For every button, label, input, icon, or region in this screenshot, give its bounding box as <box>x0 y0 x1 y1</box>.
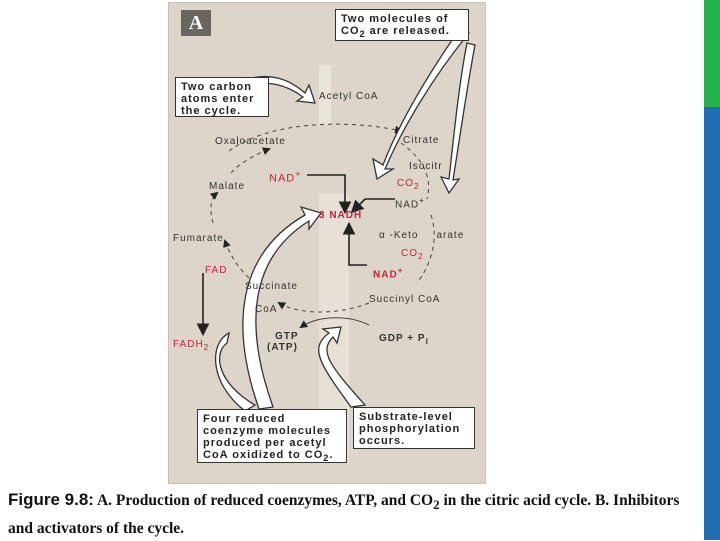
callout-co2-released: Two molecules of CO2 are released. <box>335 9 469 41</box>
callout-substrate-level: Substrate-level phosphorylation occurs. <box>353 407 475 449</box>
callout-four-line2: coenzyme molecules <box>203 425 332 437</box>
label-3-nadh: 3 NADH <box>319 210 363 221</box>
label-nad-isocitrate-sup: + <box>419 195 425 205</box>
label-nad-alpha: NAD+ <box>373 265 404 280</box>
label-malate: Malate <box>209 181 246 192</box>
caption-figure-number: Figure 9.8: <box>8 490 94 509</box>
label-fadh2-text: FADH <box>173 339 204 350</box>
caption-sub: 2 <box>433 497 440 513</box>
label-isocitrate: Isocitr <box>409 161 443 172</box>
label-gdp-pi-text: GDP + P <box>379 333 426 344</box>
callout-two-carbon: Two carbon atoms enter the cycle. <box>175 77 269 117</box>
callout-two-carbon-line1: Two carbon <box>181 81 252 93</box>
callout-four-reduced: Four reduced coenzyme molecules produced… <box>197 409 347 463</box>
label-gdp-pi: GDP + Pi <box>379 333 429 346</box>
label-alpha-ketoglutarate: α -Keto arate <box>379 230 464 241</box>
label-nad-malate-sup: + <box>295 169 302 179</box>
callout-substrate-line3: occurs. <box>359 435 406 447</box>
panel-label: A <box>181 10 211 36</box>
label-co2-second-text: CO <box>401 248 418 259</box>
callout-two-carbon-line3: the cycle. <box>181 105 242 117</box>
callout-four-line4: CoA oxidized to CO2. <box>203 449 341 464</box>
label-alpha-keto-end: arate <box>436 230 465 241</box>
callout-substrate-line2: phosphorylation <box>359 423 461 435</box>
callout-co2-sub: 2 <box>359 29 366 40</box>
label-fadh2: FADH2 <box>173 339 209 352</box>
callout-four-line3: produced per acetyl <box>203 437 327 449</box>
label-gdp-pi-sub: i <box>425 336 429 346</box>
label-fumarate: Fumarate <box>173 233 224 244</box>
callout-four-end: . <box>329 449 334 461</box>
label-nad-malate-text: NAD <box>269 172 296 185</box>
callout-four-line1: Four reduced <box>203 413 286 425</box>
label-fad: FAD <box>205 265 228 276</box>
diagram-panel: A Two molecules of <box>168 2 486 484</box>
label-succinyl-coa: Succinyl CoA <box>369 294 441 305</box>
callout-four-sub: 2 <box>323 453 330 464</box>
label-atp: (ATP) <box>267 342 298 353</box>
caption-text-1: A. Production of reduced coenzymes, ATP,… <box>93 492 434 509</box>
figure-caption: Figure 9.8: A. Production of reduced coe… <box>8 488 708 541</box>
callout-co2-line1: Two molecules of <box>341 13 449 25</box>
label-gtp: GTP <box>275 331 299 342</box>
accent-bar-green <box>704 0 720 107</box>
label-acetyl-coa: Acetyl CoA <box>319 91 379 102</box>
label-succinate: Succinate <box>245 281 298 292</box>
label-fadh2-sub: 2 <box>203 342 210 352</box>
accent-bar-blue <box>704 107 720 540</box>
pathway-arrows <box>196 26 476 463</box>
label-coa: CoA <box>255 304 278 315</box>
label-nad-isocitrate: NAD+ <box>395 195 425 210</box>
callout-co2-text: CO <box>341 25 360 37</box>
label-citrate: Citrate <box>403 135 440 146</box>
label-co2-second: CO2 <box>401 248 424 261</box>
label-co2-first: CO2 <box>397 178 420 191</box>
callout-two-carbon-line2: atoms enter <box>181 93 255 105</box>
callout-co2-rest: are released. <box>365 25 450 37</box>
label-co2-first-sub: 2 <box>414 181 420 191</box>
label-nad-alpha-sup: + <box>397 265 404 275</box>
label-nad-malate: NAD+ <box>269 169 302 185</box>
label-nad-isocitrate-text: NAD <box>395 199 420 211</box>
callout-co2-line2: CO2 are released. <box>341 25 463 40</box>
callout-substrate-line1: Substrate-level <box>359 411 453 423</box>
label-nad-alpha-text: NAD <box>373 269 398 281</box>
label-oxaloacetate: Oxaloacetate <box>215 136 286 147</box>
label-co2-first-text: CO <box>397 178 414 189</box>
callout-four-line4-text: CoA oxidized to CO <box>203 449 324 461</box>
label-alpha-keto-text: α -Keto <box>379 230 419 241</box>
caption-text-2: in the citric acid cycle. B. Inhibitors … <box>8 492 680 538</box>
label-co2-second-sub: 2 <box>418 251 424 261</box>
